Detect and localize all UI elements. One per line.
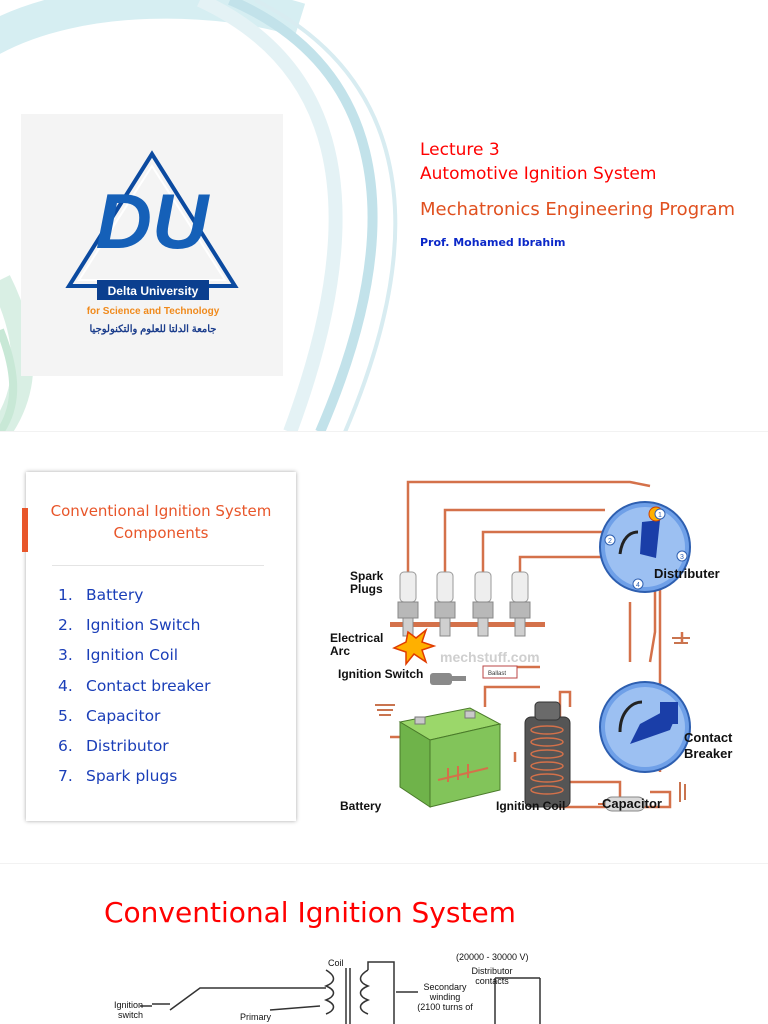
spark-plug-rail <box>390 622 545 627</box>
components-slide: Conventional Ignition System Components … <box>0 432 768 864</box>
electrical-arc-icon <box>392 627 437 667</box>
card-title: Conventional Ignition System Components <box>50 502 272 542</box>
title-slide: DU Delta University for Science and Tech… <box>0 0 768 432</box>
svg-text:2: 2 <box>608 538 612 545</box>
svg-text:4: 4 <box>636 582 640 589</box>
battery-label: Battery <box>340 799 382 813</box>
distributer-icon: 1 2 3 4 <box>599 501 691 593</box>
voltage-label: (20000 - 30000 V) <box>456 952 529 962</box>
slide-title: Conventional Ignition System <box>104 896 516 929</box>
logo-name: Delta University <box>108 284 199 298</box>
ballast-label: Ballast <box>488 671 506 677</box>
list-item: 1.Battery <box>58 586 144 604</box>
components-card: Conventional Ignition System Components … <box>22 472 296 821</box>
capacitor-icon <box>598 796 646 812</box>
logo-subtitle: for Science and Technology <box>87 306 220 317</box>
watermark: mechstuff.com <box>440 649 540 665</box>
university-logo: DU Delta University for Science and Tech… <box>21 114 283 376</box>
logo-monogram: DU <box>96 177 210 265</box>
card-accent-bar <box>22 508 28 552</box>
contact-breaker-icon <box>599 681 691 773</box>
svg-text:1: 1 <box>658 512 662 519</box>
ground-symbols <box>375 637 690 802</box>
lecture-number: Lecture 3 <box>420 140 500 160</box>
list-item: 4.Contact breaker <box>58 676 211 695</box>
list-item: 2.Ignition Switch <box>58 616 201 635</box>
program-name: Mechatronics Engineering Program <box>420 199 736 220</box>
ignition-coil-icon <box>524 701 571 808</box>
card-divider <box>52 565 264 566</box>
distributer-label: Distributer <box>654 566 720 581</box>
list-item: 7.Spark plugs <box>58 767 178 786</box>
lecture-topic: Automotive Ignition System <box>420 164 657 184</box>
list-item: 6.Distributor <box>58 737 169 756</box>
svg-text:3: 3 <box>680 554 684 561</box>
capacitor-label: Capacitor <box>602 796 662 811</box>
ignition-switch-label: Ignition Switch <box>338 667 423 681</box>
conventional-system-slide: Conventional Ignition System (20000 - 30… <box>0 864 768 1024</box>
list-item: 3.Ignition Coil <box>58 646 179 665</box>
coil-label: Coil <box>328 958 344 968</box>
ignition-system-diagram: 1 2 3 4 <box>330 480 733 813</box>
ignition-coil-label: Ignition Coil <box>496 799 565 813</box>
battery-icon <box>398 707 502 808</box>
ballast-resistor <box>482 665 518 679</box>
ignition-key-icon <box>430 673 466 685</box>
components-list: 1.Battery 2.Ignition Switch 3.Ignition C… <box>58 580 210 791</box>
list-item: 5.Capacitor <box>58 706 161 725</box>
spark-plugs <box>397 571 531 637</box>
author-name: Prof. Mohamed Ibrahim <box>420 236 566 249</box>
logo-arabic-name: جامعة الدلتا للعلوم والتكنولوجيا <box>90 324 217 335</box>
primary-label: Primary <box>240 1012 271 1022</box>
